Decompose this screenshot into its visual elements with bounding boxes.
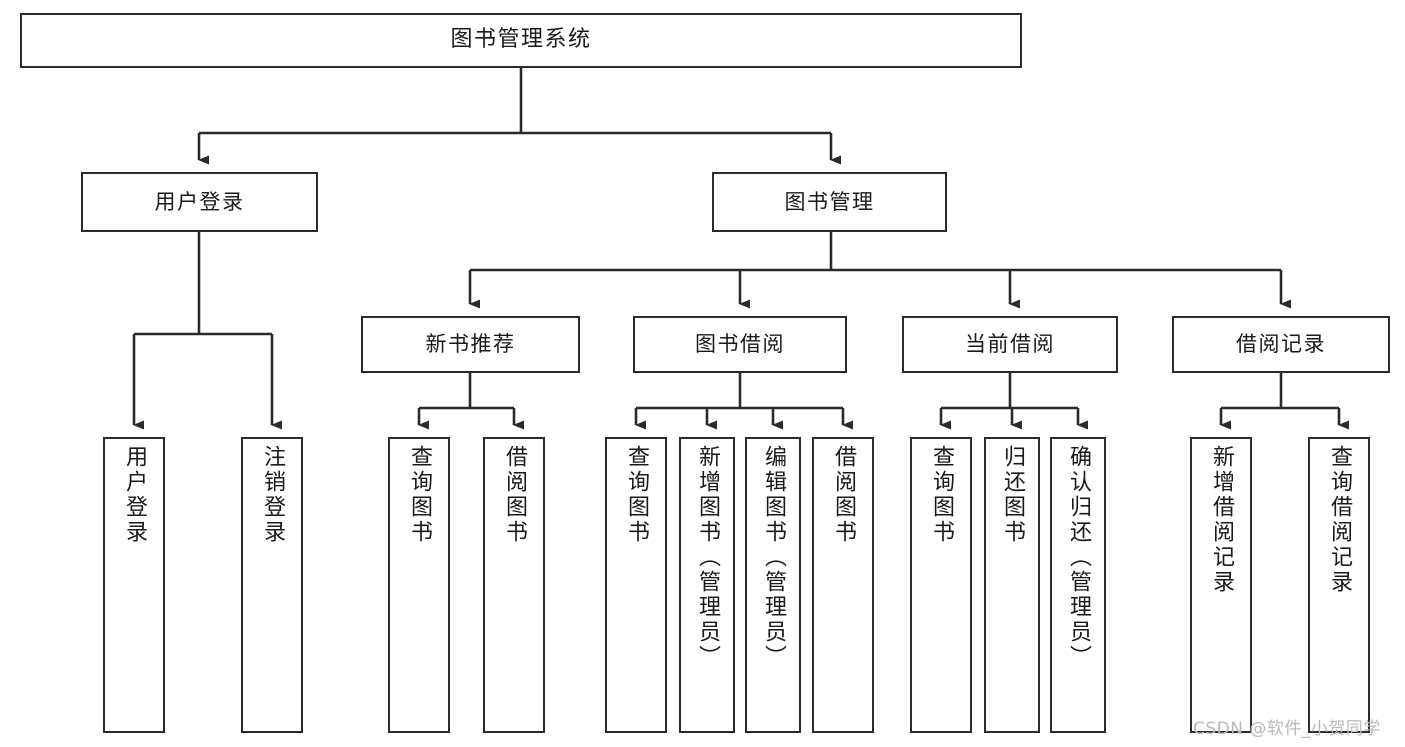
node-label: 查询借阅记录: [1327, 445, 1352, 595]
node-label: 图书借阅: [695, 332, 785, 357]
node-leaf-newbook-query-books[interactable]: 查询图书: [388, 437, 450, 733]
node-label: 当前借阅: [965, 332, 1055, 357]
node-leaf-borrow-borrow-books[interactable]: 借阅图书: [812, 437, 874, 733]
node-leaf-newbook-borrow-books[interactable]: 借阅图书: [483, 437, 545, 733]
watermark-text: CSDN @软件_小贺同学: [1193, 719, 1381, 739]
node-leaf-current-confirm-return-admin[interactable]: 确认归还（管理员）: [1050, 437, 1106, 733]
node-label: 归还图书: [1000, 445, 1025, 545]
node-label: 确认归还（管理员）: [1066, 445, 1091, 670]
node-label: 借阅图书: [502, 445, 527, 545]
node-label: 新增图书（管理员）: [695, 445, 720, 670]
node-label: 用户登录: [122, 445, 147, 545]
node-label: 编辑图书（管理员）: [761, 445, 786, 670]
node-label: 借阅图书: [831, 445, 856, 545]
node-current-borrowing[interactable]: 当前借阅: [902, 316, 1118, 373]
node-label: 查询图书: [929, 445, 954, 545]
node-label: 用户登录: [154, 189, 245, 214]
node-leaf-user-login[interactable]: 用户登录: [103, 437, 165, 733]
node-book-borrowing[interactable]: 图书借阅: [633, 316, 847, 373]
node-leaf-records-add-record[interactable]: 新增借阅记录: [1190, 437, 1252, 733]
node-label: 图书管理: [784, 189, 875, 214]
node-book-management[interactable]: 图书管理: [712, 172, 947, 232]
node-leaf-borrow-add-book-admin[interactable]: 新增图书（管理员）: [679, 437, 735, 733]
node-label: 新增借阅记录: [1209, 445, 1234, 595]
node-label: 新书推荐: [425, 332, 516, 357]
node-label: 图书管理系统: [450, 27, 592, 53]
node-label: 借阅记录: [1236, 332, 1326, 357]
node-leaf-current-return-books[interactable]: 归还图书: [984, 437, 1040, 733]
node-user-login[interactable]: 用户登录: [81, 172, 318, 232]
node-borrowing-records[interactable]: 借阅记录: [1172, 316, 1390, 373]
node-leaf-current-query-books[interactable]: 查询图书: [910, 437, 972, 733]
node-label: 注销登录: [260, 445, 285, 545]
node-leaf-borrow-query-books[interactable]: 查询图书: [605, 437, 667, 733]
node-leaf-logout[interactable]: 注销登录: [241, 437, 303, 733]
node-root-system[interactable]: 图书管理系统: [20, 13, 1022, 68]
node-label: 查询图书: [624, 445, 649, 545]
node-new-book-recommendation[interactable]: 新书推荐: [361, 316, 580, 373]
node-leaf-borrow-edit-book-admin[interactable]: 编辑图书（管理员）: [745, 437, 801, 733]
node-leaf-records-query-record[interactable]: 查询借阅记录: [1308, 437, 1370, 733]
node-label: 查询图书: [407, 445, 432, 545]
